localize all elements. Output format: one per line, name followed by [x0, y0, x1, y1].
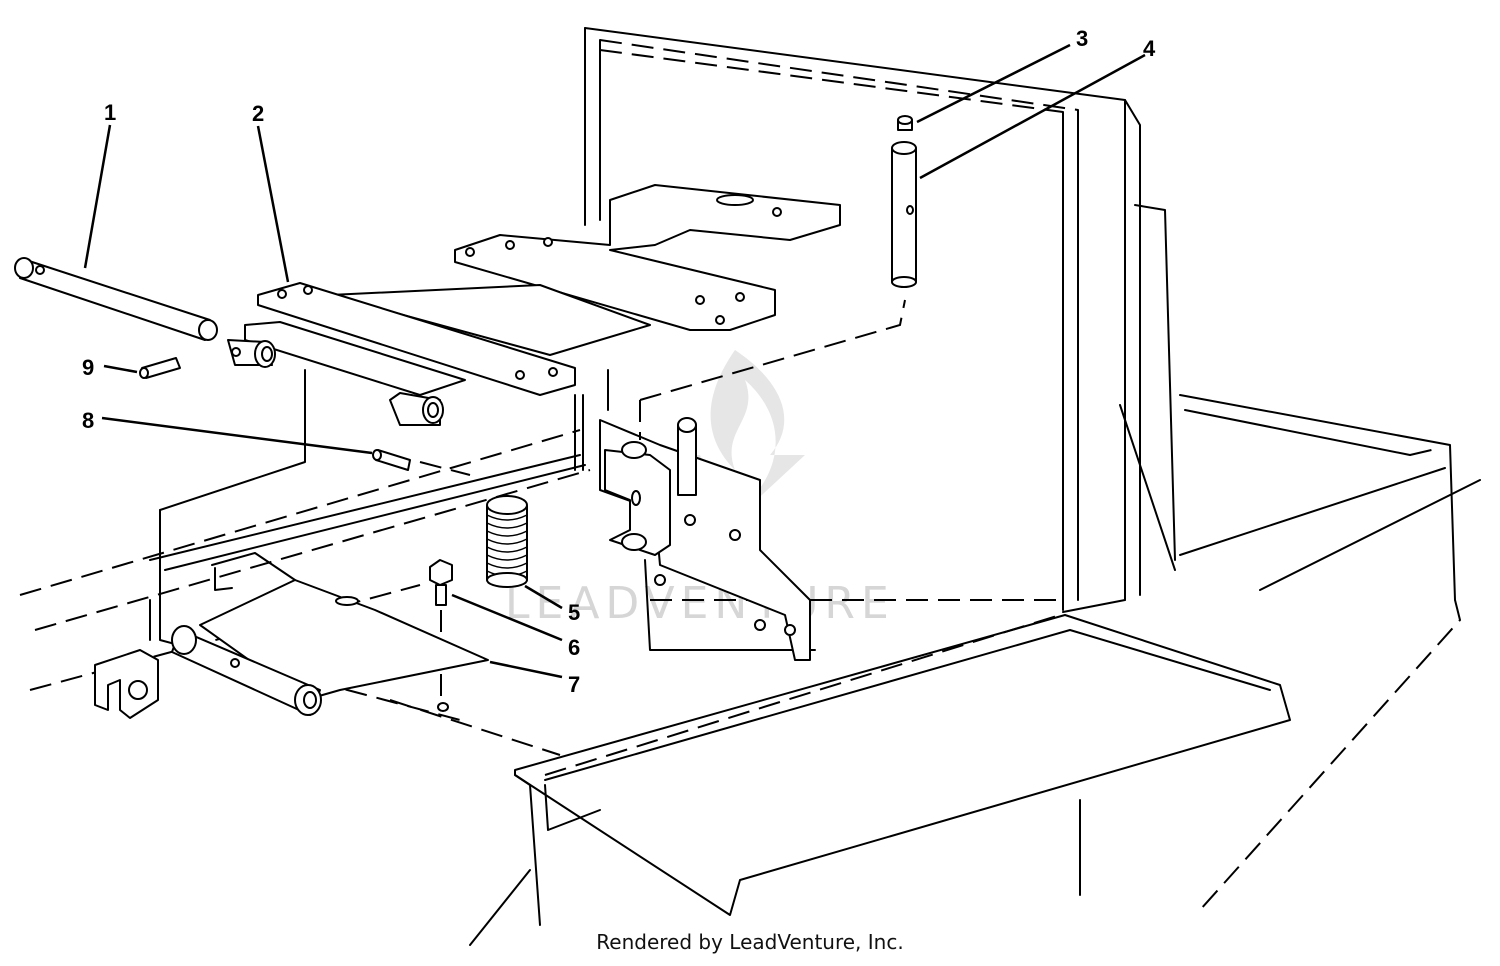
callout-1-label: 1 — [104, 100, 116, 125]
roll-pin-center — [372, 449, 471, 476]
latch-plate — [171, 552, 489, 716]
watermark-flame-icon — [680, 350, 805, 520]
callout-7: 7 — [489, 660, 580, 697]
callout-8-label: 8 — [82, 408, 94, 433]
roll-pin-left — [139, 357, 181, 379]
seat-mount-plates — [227, 184, 841, 426]
callout-7-label: 7 — [568, 672, 580, 697]
footer-credit: Rendered by LeadVenture, Inc. — [596, 930, 904, 954]
callout-2-label: 2 — [252, 101, 264, 126]
callout-8: 8 — [82, 408, 373, 455]
callout-1: 1 — [83, 100, 116, 269]
watermark: LEADVENTURE — [505, 350, 895, 629]
callout-5-label: 5 — [568, 600, 580, 625]
pivot-rod — [14, 257, 218, 341]
callout-2: 2 — [252, 101, 290, 283]
callout-4: 4 — [919, 36, 1156, 180]
callout-6-label: 6 — [568, 635, 580, 660]
callout-4-label: 4 — [1143, 36, 1156, 61]
hinge-plate — [599, 299, 906, 661]
callout-9-label: 9 — [82, 355, 94, 380]
seat-back-panel — [584, 27, 1141, 613]
left-frame-rails — [19, 369, 1060, 721]
watermark-text: LEADVENTURE — [505, 578, 895, 629]
callout-9: 9 — [82, 355, 138, 380]
callouts: 1 2 3 4 5 6 7 8 — [82, 26, 1156, 697]
left-hinge-bracket — [94, 649, 159, 719]
seat-pan — [389, 614, 1291, 946]
callout-3: 3 — [916, 26, 1088, 124]
callout-3-label: 3 — [1076, 26, 1088, 51]
right-side-frame — [1119, 204, 1481, 911]
callout-5: 5 — [524, 584, 580, 625]
compression-spring — [486, 495, 528, 588]
pin-cap — [897, 115, 913, 131]
callout-6: 6 — [451, 593, 580, 660]
hinge-pin — [891, 141, 917, 288]
